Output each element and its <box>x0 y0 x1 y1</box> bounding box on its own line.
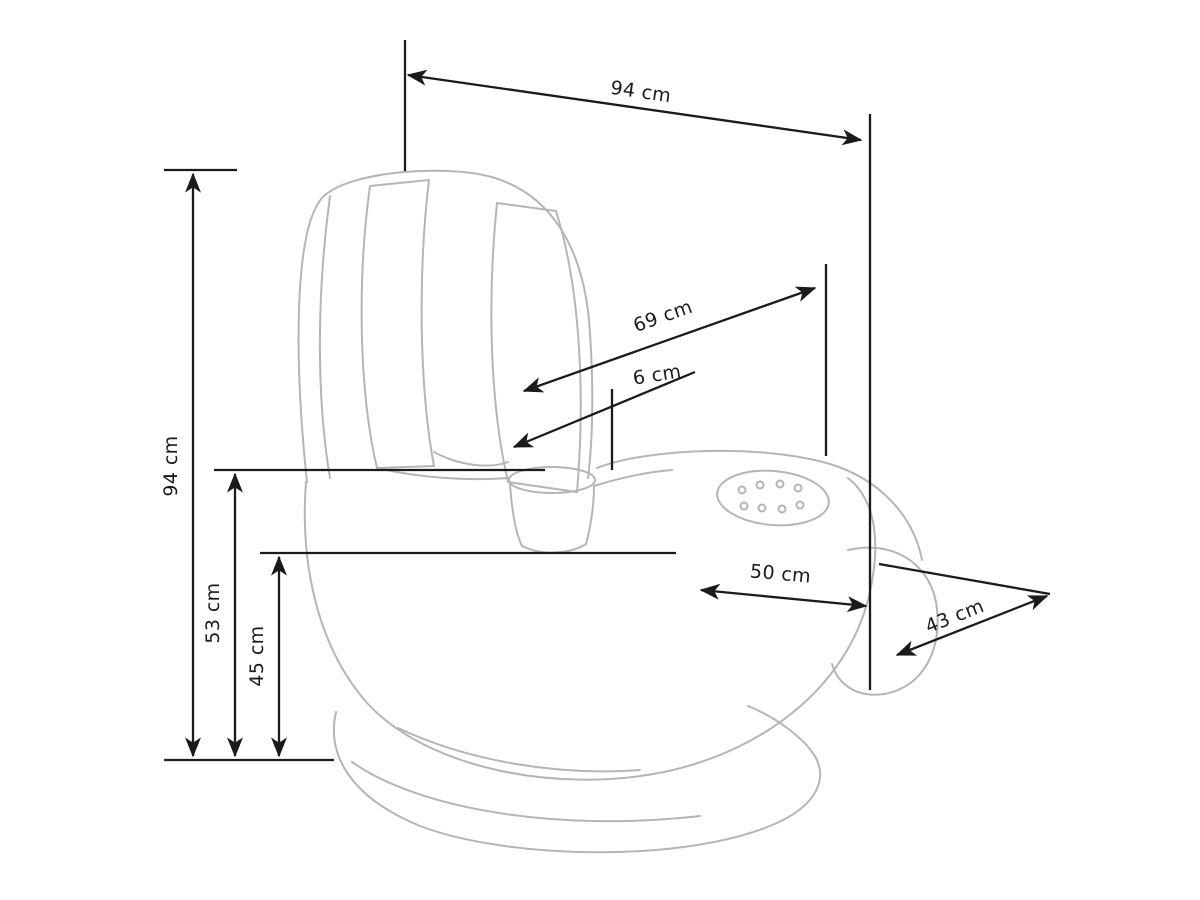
dim-arrow-top-width <box>406 69 863 146</box>
label-overall-height: 94 cm <box>160 435 182 496</box>
control-panel-button <box>777 504 787 514</box>
chair-back-outline <box>297 169 594 483</box>
dimension-annotations <box>164 40 1051 762</box>
refline-depth-upper <box>878 562 1051 596</box>
control-panel-outline <box>716 469 830 527</box>
label-top-width: 94 cm <box>609 77 673 107</box>
chair-drawing <box>297 169 939 854</box>
chair-control-panel <box>716 469 830 527</box>
label-headrest-offset: 6 cm <box>631 360 683 389</box>
dim-arrow-seat-width <box>699 583 868 613</box>
chair-footrest-line <box>397 727 641 773</box>
dim-arrow-seat-depth <box>895 594 1049 657</box>
chair-base-inner <box>351 761 701 823</box>
control-panel-button <box>739 501 749 511</box>
label-backrest-length: 69 cm <box>630 296 695 337</box>
dim-arrow-headrest-offset <box>512 370 696 449</box>
dimension-labels: 94 cm 94 cm 69 cm 6 cm 50 cm 43 cm 53 cm… <box>160 77 987 687</box>
control-panel-button <box>737 485 747 495</box>
control-panel-button <box>795 500 805 510</box>
control-panel-button <box>775 479 785 489</box>
control-panel-button <box>755 480 765 490</box>
chair-armrest-top <box>596 449 923 561</box>
chair-headrest-curve <box>433 451 509 467</box>
control-panel-button <box>757 503 767 513</box>
control-panel-button <box>793 483 803 493</box>
chair-back-left-inner-line <box>318 195 331 479</box>
chair-cupholder-to-armrest <box>593 469 673 487</box>
chair-quilted-strip-left <box>360 179 435 469</box>
label-seat-height: 45 cm <box>246 625 268 686</box>
chair-cupholder-body <box>509 483 595 554</box>
chair-side-bulge <box>831 546 939 696</box>
chair-quilted-strip-right <box>490 202 582 493</box>
chair-cupholder-rim <box>508 466 596 494</box>
label-seat-width: 50 cm <box>749 560 812 587</box>
dim-arrow-backrest-length <box>522 286 817 393</box>
chair-base-outer <box>332 705 821 854</box>
label-armrest-height: 53 cm <box>202 582 224 643</box>
